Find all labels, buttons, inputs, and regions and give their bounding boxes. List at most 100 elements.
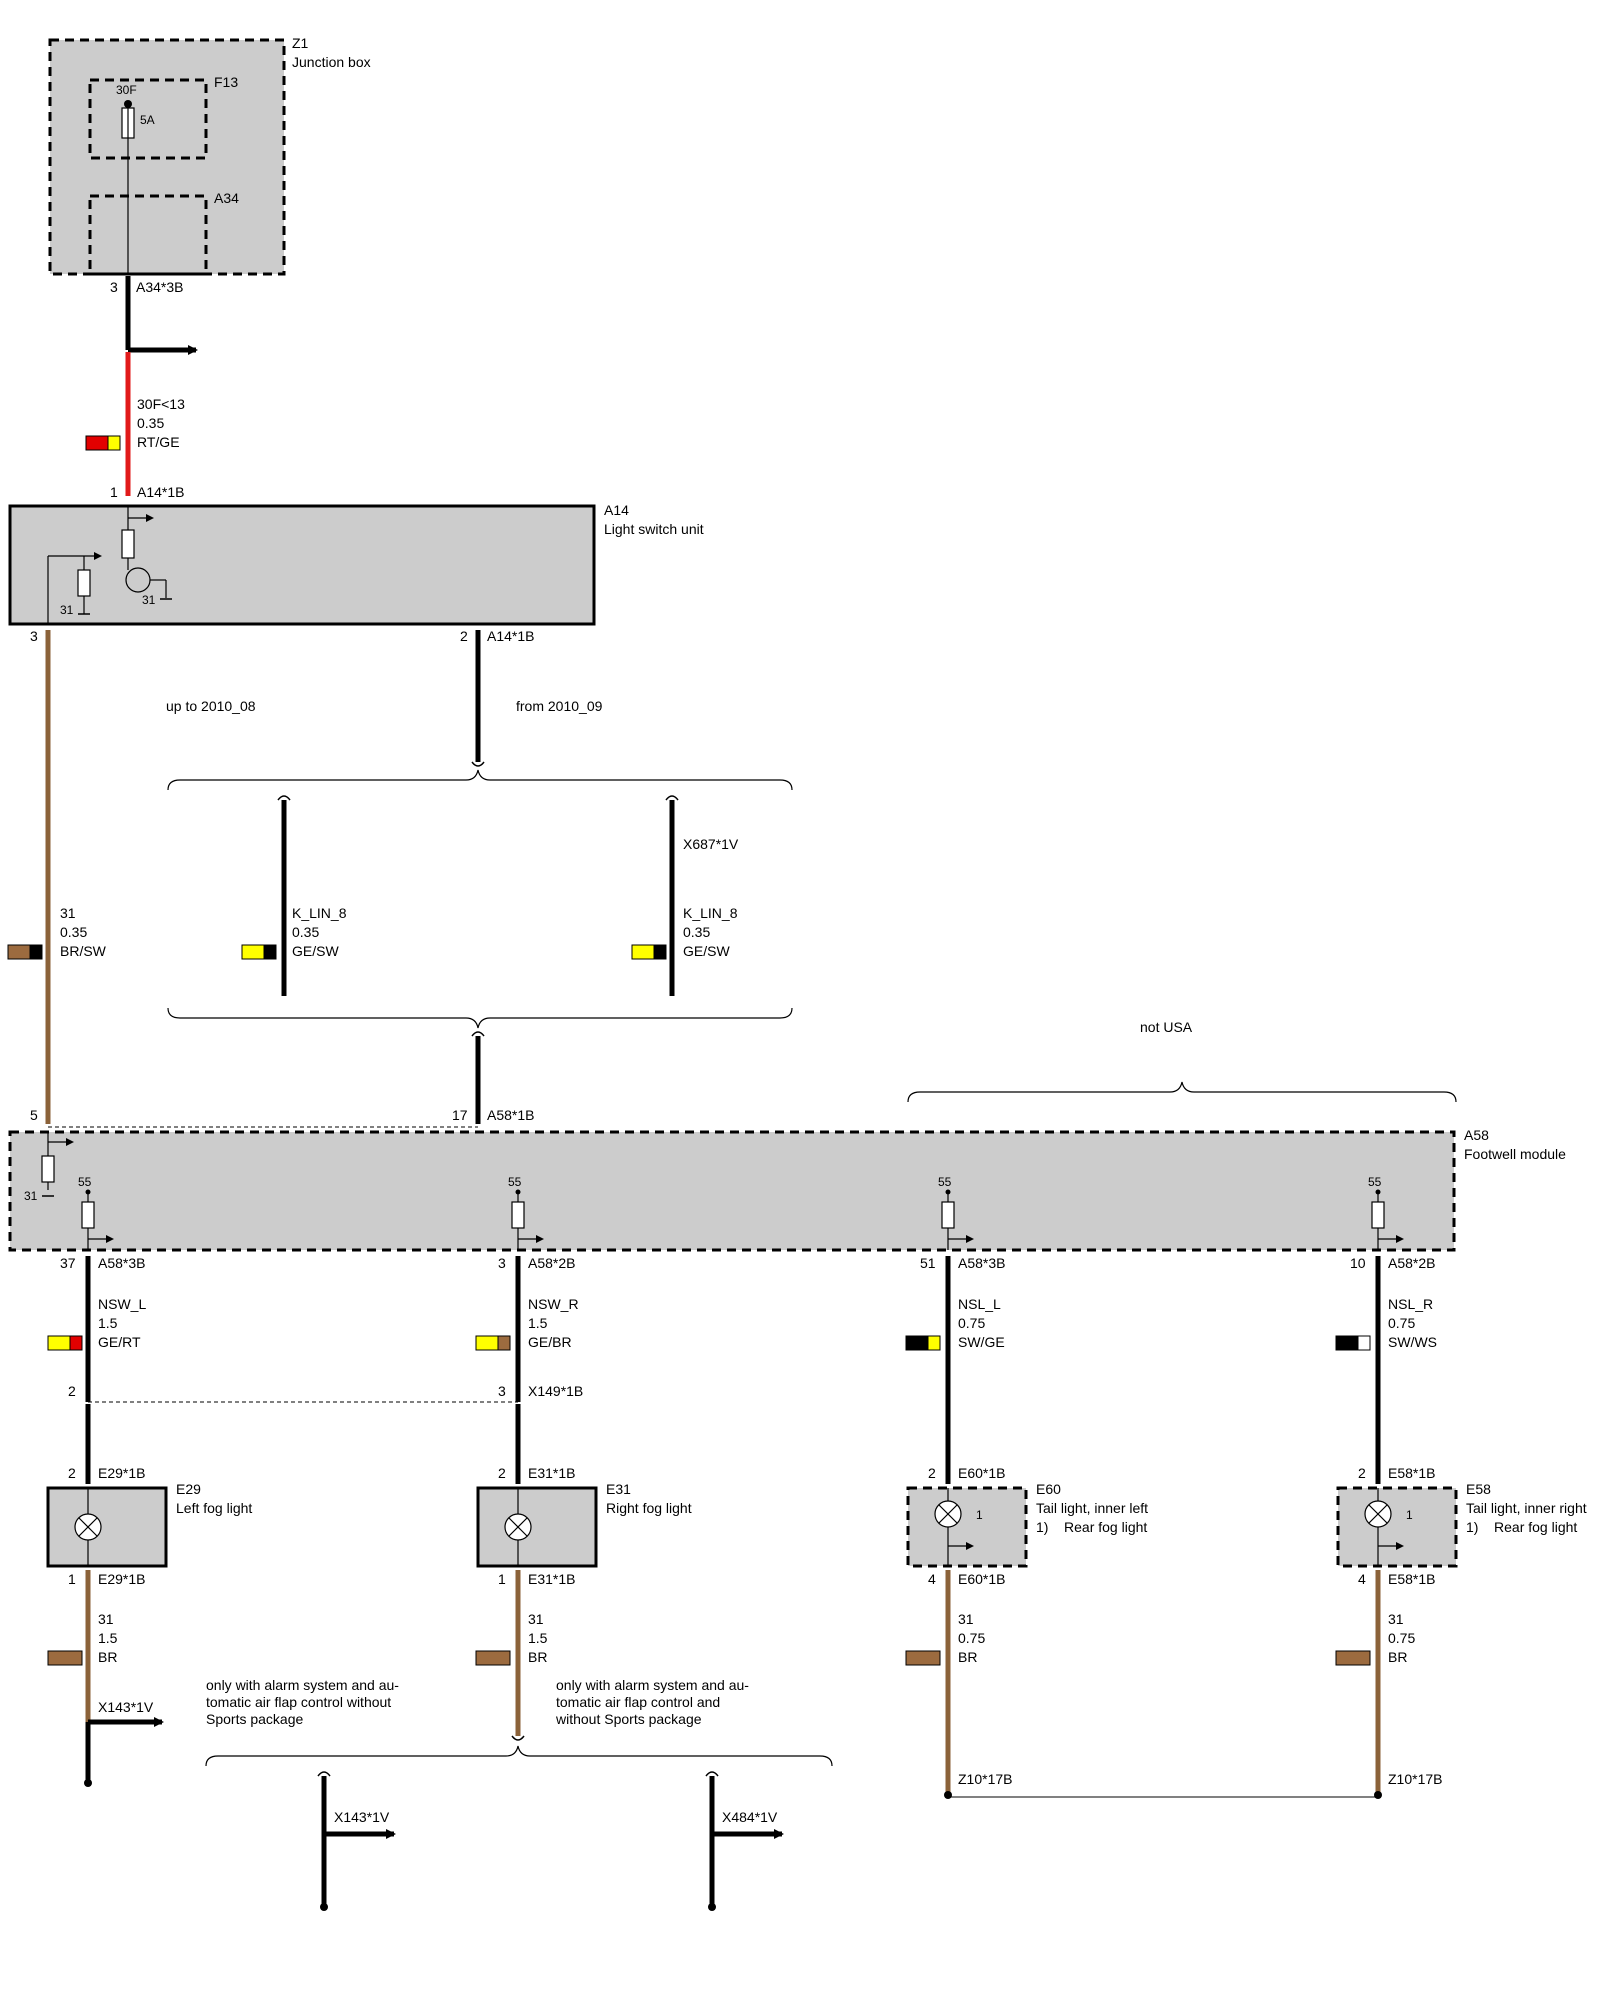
variant-bracket-bottom (167, 1007, 793, 1029)
ch3-wire-code: NSL_L (958, 1296, 1001, 1312)
ch1-lamp-top-pin: 2 (68, 1465, 76, 1481)
ch3-swatch-a (905, 1335, 929, 1351)
ch3-lamp-bot-conn: E60*1B (958, 1571, 1005, 1587)
ch2-gnd-color: BR (528, 1649, 547, 1665)
bottom-branch-left: X143*1V (317, 1771, 396, 1911)
ch1-end-dot (84, 1779, 92, 1787)
klin-right-swatch-a (631, 944, 655, 960)
sub-box-a34 (88, 194, 208, 276)
note-alarm-left-3: Sports package (206, 1711, 303, 1727)
fuse-rating: 5A (140, 113, 155, 127)
wire1-label: 30F<13 0.35 RT/GE (85, 396, 185, 451)
supply-label-1: 55 (78, 1175, 92, 1189)
lamp-icon-x2 (1368, 1504, 1388, 1524)
ch2-wire-break (511, 1735, 525, 1741)
ch4-pin: 10 (1350, 1255, 1366, 1271)
driver-4-resistor (1371, 1201, 1385, 1229)
ch2-lamp-top-conn: E31*1B (528, 1465, 575, 1481)
z1-pin: 3 (110, 279, 118, 295)
variant-right-label: from 2010_09 (516, 698, 603, 714)
a58-pin-mid: 17 (452, 1107, 468, 1123)
ch4-wire-color: SW/WS (1388, 1334, 1437, 1350)
klin-left-swatch-b (263, 944, 277, 960)
channel-e31: 3 A58*2B NSW_R 1.5 GE/BR 3 X149*1B 2 E31… (475, 1255, 692, 1741)
ch1-swatch-b (69, 1335, 83, 1351)
klin-right-code: K_LIN_8 (683, 905, 738, 921)
ch2-junction-pin: 3 (498, 1383, 506, 1399)
ch2-wire-color: GE/BR (528, 1334, 572, 1350)
wire-br-sw-label: 31 0.35 BR/SW (7, 905, 107, 960)
ch3-wire-size: 0.75 (958, 1315, 985, 1331)
a58-driver-2: 55 (508, 1175, 544, 1250)
variant-left-label: up to 2010_08 (166, 698, 256, 714)
a14-id: A14 (604, 502, 629, 518)
ch4-wire-code: NSL_R (1388, 1296, 1433, 1312)
z1-id: Z1 (292, 35, 309, 51)
ch3-end-conn: Z10*17B (958, 1771, 1012, 1787)
a14-ground-label-right: 31 (142, 593, 156, 607)
sub-box-label: A34 (214, 190, 239, 206)
a58-id: A58 (1464, 1127, 1489, 1143)
a14-pin-right: 2 (460, 628, 468, 644)
ch3-swatch-b (927, 1335, 941, 1351)
ch3-lamp-top-conn: E60*1B (958, 1465, 1005, 1481)
lamp-icon-x2 (78, 1517, 98, 1537)
ch4-lamp-bot-conn: E58*1B (1388, 1571, 1435, 1587)
ch4-swatch-b (1357, 1335, 1371, 1351)
z1-junction-box: Z1 Junction box F13 30F 5A A34 (48, 35, 371, 276)
ch3-gnd-color: BR (958, 1649, 977, 1665)
klin-right-connector: X687*1V (683, 836, 739, 852)
e29-box (46, 1486, 168, 1568)
ch1-wire-size: 1.5 (98, 1315, 118, 1331)
klin-left-swatch-a (241, 944, 265, 960)
ch2-pin: 3 (498, 1255, 506, 1271)
ch2-lamp-top-pin: 2 (498, 1465, 506, 1481)
branch-right-dot (708, 1903, 716, 1911)
a14-resistor-2 (77, 569, 91, 597)
ch3-connector: A58*3B (958, 1255, 1005, 1271)
a58-driver-4: 55 (1368, 1175, 1404, 1250)
klin-right-swatch-b (653, 944, 667, 960)
bottom-branch-right: X484*1V (705, 1771, 784, 1911)
klin-left-code: K_LIN_8 (292, 905, 347, 921)
ch2-gnd-size: 1.5 (528, 1630, 548, 1646)
not-usa-bracket (907, 1081, 1457, 1103)
a58-footwell-module: A58 Footwell module 31 55 55 55 (8, 1126, 1566, 1252)
wire1-swatch-b (107, 435, 121, 451)
ch2-lamp-name: Right fog light (606, 1500, 692, 1516)
ch1-connector: A58*3B (98, 1255, 145, 1271)
driver-1-resistor (81, 1201, 95, 1229)
ch1-end-conn: X143*1V (98, 1699, 154, 1715)
lamp-icon-x2 (938, 1504, 958, 1524)
brsw-code: 31 (60, 905, 76, 921)
ch4-gnd-swatch (1335, 1650, 1371, 1666)
ch4-gnd-color: BR (1388, 1649, 1407, 1665)
channel-e29: 37 A58*3B NSW_L 1.5 GE/RT 2 2 E29*1B E29… (46, 1255, 518, 1787)
note-alarm-left-1: only with alarm system and au- (206, 1677, 399, 1693)
klin-right-break (665, 795, 679, 801)
ch2-lamp-id: E31 (606, 1481, 631, 1497)
a58-top-connector: A58*1B (487, 1107, 534, 1123)
ch2-gnd-swatch (475, 1650, 511, 1666)
a58-ground-label: 31 (24, 1189, 38, 1203)
fuse-pin-label: 30F (116, 83, 137, 97)
ch1-lamp-bot-conn: E29*1B (98, 1571, 145, 1587)
a14-pin-left: 3 (30, 628, 38, 644)
ch2-connector: A58*2B (528, 1255, 575, 1271)
e60-box (906, 1486, 1028, 1568)
ch4-gnd-code: 31 (1388, 1611, 1404, 1627)
ch2-wire-code: NSW_R (528, 1296, 579, 1312)
ch4-lamp-bot-pin: 4 (1358, 1571, 1366, 1587)
ch3-wire-color: SW/GE (958, 1334, 1005, 1350)
not-usa-label: not USA (1140, 1019, 1193, 1035)
klin-right-size: 0.35 (683, 924, 710, 940)
e58-box (1336, 1486, 1458, 1568)
klin-left-break (277, 795, 291, 801)
ch3-lamp-num: 1 (976, 1508, 983, 1522)
ch1-lamp-bot-pin: 1 (68, 1571, 76, 1587)
supply-label-3: 55 (938, 1175, 952, 1189)
ch3-lamp-top-pin: 2 (928, 1465, 936, 1481)
a14-ground-label-left: 31 (60, 603, 74, 617)
wire1-size: 0.35 (137, 415, 164, 431)
z1-connector: A34*3B (136, 279, 183, 295)
